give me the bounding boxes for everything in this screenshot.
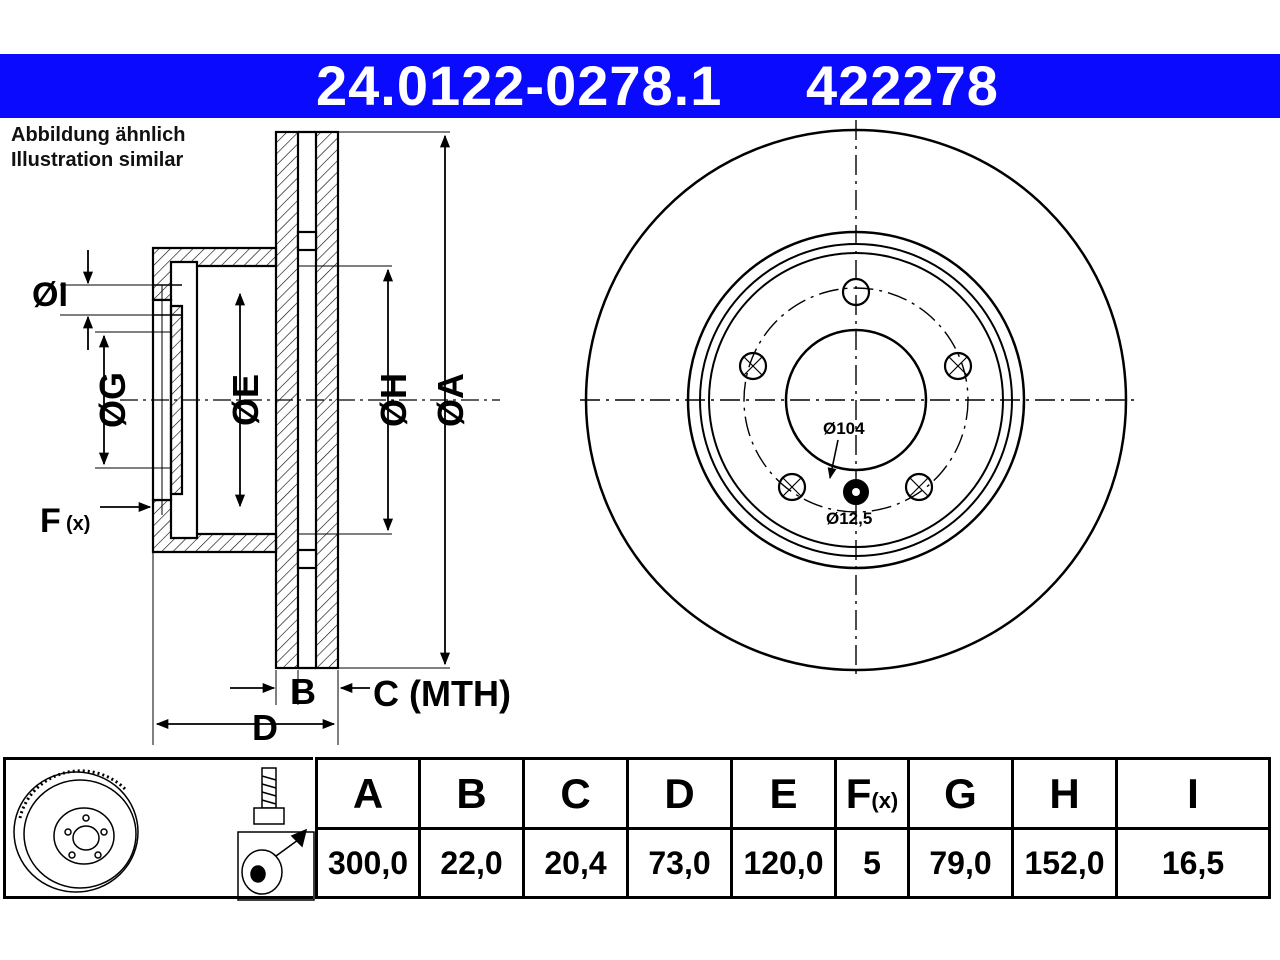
header-i: I	[1115, 757, 1271, 830]
dimension-labels: ØI ØG ØE ØH ØA F (x) B C (MTH) D	[32, 276, 511, 748]
header-f-letter: F	[845, 769, 872, 817]
dimension-lines	[60, 131, 451, 745]
label-pcd: Ø104	[823, 419, 865, 438]
label-dia-h: ØH	[373, 373, 414, 427]
label-dia-e: ØE	[225, 374, 266, 426]
bolt-icon	[253, 767, 285, 825]
label-dia-i: ØI	[32, 276, 68, 314]
label-f: F	[40, 502, 61, 540]
measure-icon	[237, 828, 315, 901]
header-c: C	[522, 757, 629, 830]
header-d: D	[626, 757, 733, 830]
front-view	[580, 120, 1135, 680]
note-english: Illustration similar	[11, 149, 184, 171]
technical-drawing: ØI ØG ØE ØH ØA F (x) B C (MTH) D	[32, 120, 1135, 748]
value-g: 79,0	[907, 827, 1014, 899]
label-b: B	[290, 671, 316, 712]
brake-disc-icon	[13, 769, 139, 893]
front-view-labels: Ø104 Ø12,5	[823, 419, 872, 528]
header-h: H	[1011, 757, 1118, 830]
reference-number: 422278	[806, 54, 999, 117]
header-f: F(x)	[834, 757, 910, 830]
header-b: B	[418, 757, 525, 830]
value-i: 16,5	[1115, 827, 1271, 899]
header-g: G	[907, 757, 1014, 830]
header-f-sub: (x)	[871, 787, 899, 813]
note-german: Abbildung ähnlich	[11, 124, 186, 146]
value-d: 73,0	[626, 827, 733, 899]
table-header-row: A B C D E F(x) G H I	[315, 757, 1271, 830]
value-f: 5	[834, 827, 910, 899]
label-d: D	[252, 707, 278, 748]
label-hole: Ø12,5	[826, 509, 872, 528]
header-bar: 24.0122-0278.1 422278	[0, 54, 1280, 118]
dimension-table: A B C D E F(x) G H I 300,0 22,0 20,4 73,…	[315, 757, 1271, 899]
label-c: C (MTH)	[373, 673, 511, 714]
label-dia-g: ØG	[92, 372, 133, 428]
part-number: 24.0122-0278.1	[316, 54, 723, 117]
header-a: A	[315, 757, 421, 830]
value-e: 120,0	[730, 827, 837, 899]
value-a: 300,0	[315, 827, 421, 899]
header-e: E	[730, 757, 837, 830]
icon-panel	[3, 757, 315, 901]
label-dia-a: ØA	[430, 373, 471, 427]
table-value-row: 300,0 22,0 20,4 73,0 120,0 5 79,0 152,0 …	[315, 827, 1271, 899]
value-b: 22,0	[418, 827, 525, 899]
value-c: 20,4	[522, 827, 629, 899]
label-f-sub: (x)	[66, 513, 90, 535]
value-h: 152,0	[1011, 827, 1118, 899]
